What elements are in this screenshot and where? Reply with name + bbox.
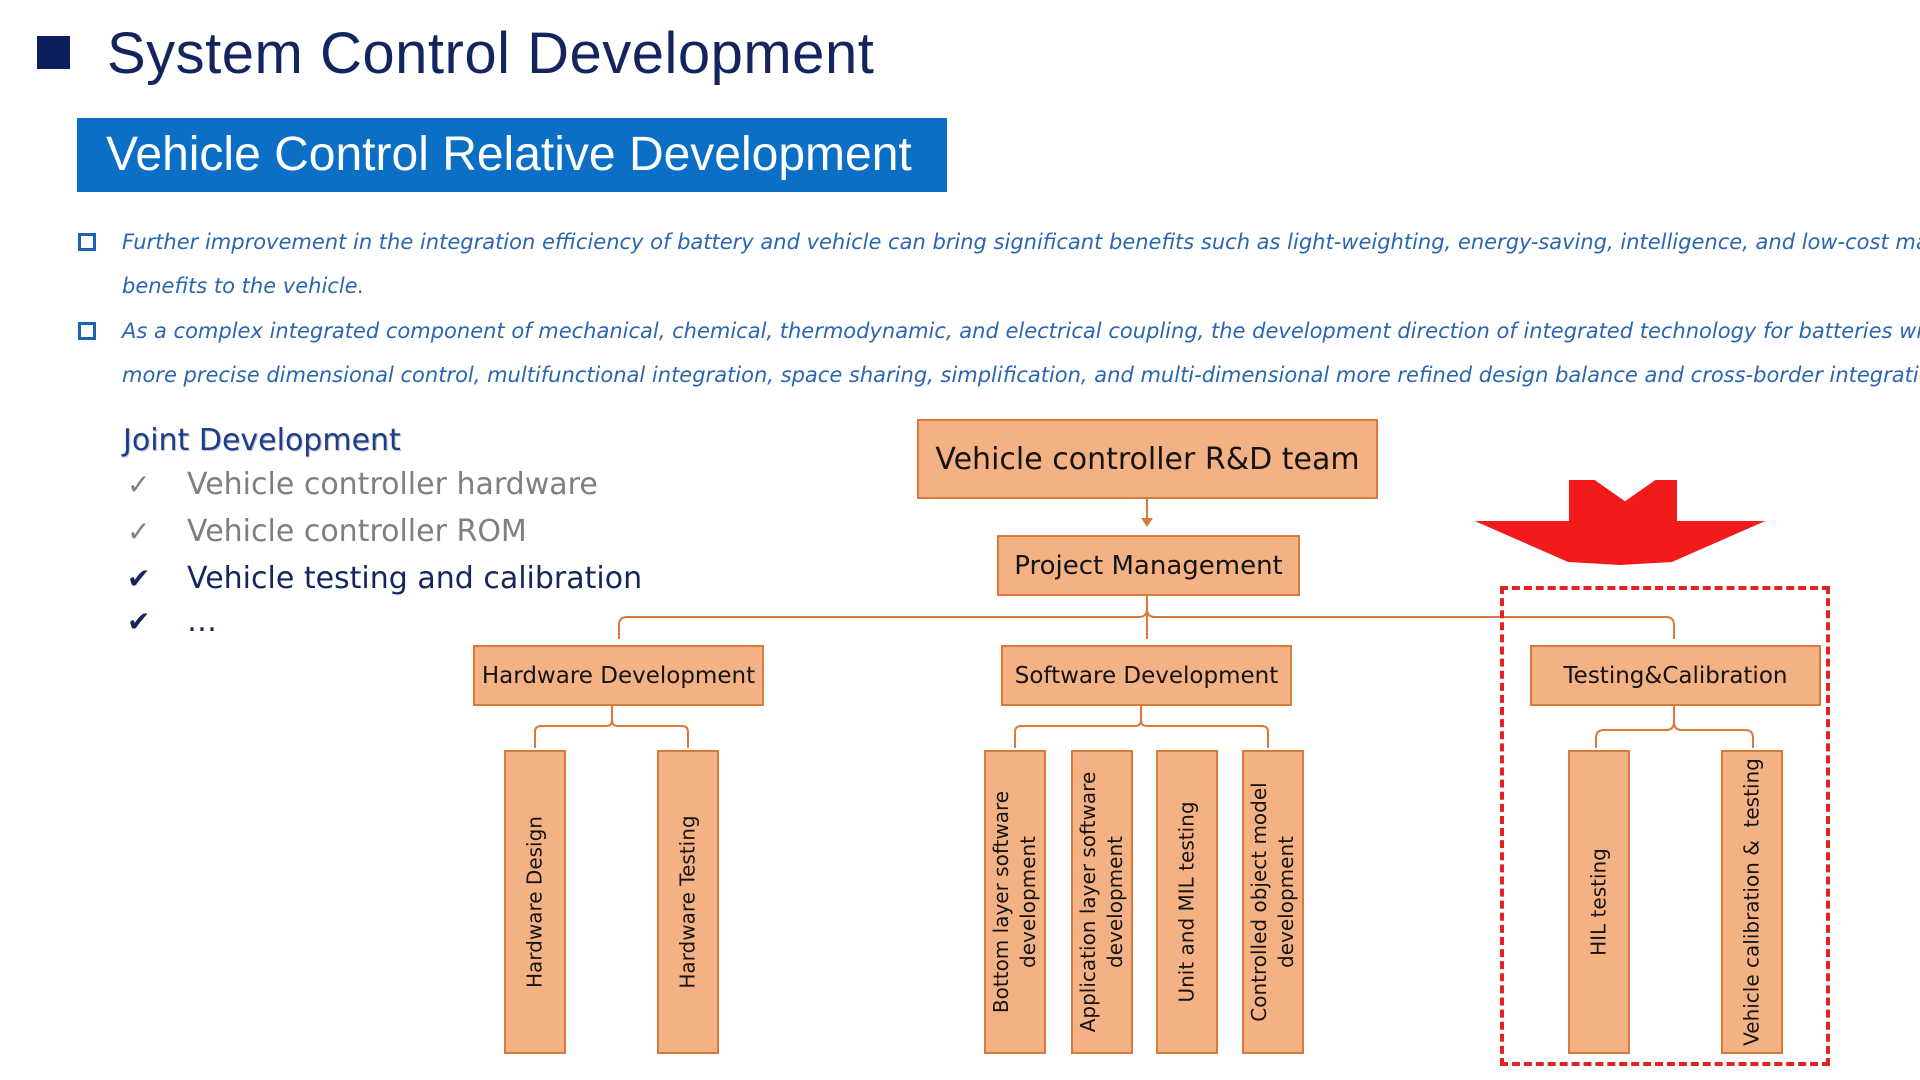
joint-item-label: … — [187, 604, 217, 639]
bullet-1-line-1: Further improvement in the integration e… — [122, 230, 1920, 254]
joint-item: ✔… — [127, 604, 217, 639]
org-leaf-hil-testing: HIL testing — [1568, 750, 1630, 1054]
org-leaf-bottom-layer: Bottom layer software development — [984, 750, 1046, 1054]
connector-line — [1014, 706, 1142, 748]
org-leaf-hardware-design: Hardware Design — [504, 750, 566, 1054]
leaf-label: Hardware Design — [522, 816, 547, 988]
org-leaf-application-layer: Application layer software development — [1071, 750, 1133, 1054]
connector-line — [1140, 719, 1269, 748]
org-software-node: Software Development — [1001, 645, 1292, 706]
connector-line — [618, 595, 1148, 639]
leaf-label: Application layer software development — [1076, 771, 1127, 1033]
joint-item-label: Vehicle controller hardware — [187, 467, 598, 502]
page-title: System Control Development — [107, 21, 875, 86]
bullet-2-line-2: more precise dimensional control, multif… — [122, 363, 1920, 387]
connector-line — [1673, 721, 1754, 748]
leaf-label: Hardware Testing — [675, 815, 700, 989]
org-leaf-vehicle-calibration: Vehicle calibration & testing — [1721, 750, 1783, 1054]
org-testing-node: Testing&Calibration — [1530, 645, 1821, 706]
connector-line — [534, 706, 613, 748]
bullet-square-icon — [78, 322, 96, 340]
org-leaf-hardware-testing: Hardware Testing — [657, 750, 719, 1054]
testing-highlight-frame — [1500, 586, 1830, 1066]
arrowhead-icon — [1141, 518, 1153, 527]
joint-item: ✔ Vehicle testing and calibration — [127, 561, 642, 596]
section-banner: Vehicle Control Relative Development — [77, 118, 947, 192]
leaf-label: Controlled object model development — [1247, 782, 1298, 1022]
org-project-management-node: Project Management — [997, 535, 1300, 596]
joint-item-label: Vehicle controller ROM — [187, 514, 527, 549]
check-icon: ✔ — [127, 605, 151, 638]
org-leaf-unit-mil: Unit and MIL testing — [1156, 750, 1218, 1054]
title-square-icon — [37, 36, 70, 69]
leaf-label: Unit and MIL testing — [1174, 801, 1199, 1003]
org-hardware-node: Hardware Development — [473, 645, 764, 706]
check-icon: ✓ — [127, 468, 151, 501]
bullet-1-line-2: benefits to the vehicle. — [122, 274, 365, 298]
joint-item: ✓ Vehicle controller ROM — [127, 514, 527, 549]
connector-line — [611, 719, 689, 748]
joint-item: ✓ Vehicle controller hardware — [127, 467, 598, 502]
joint-item-label: Vehicle testing and calibration — [187, 561, 643, 596]
bullet-2-line-1: As a complex integrated component of mec… — [122, 319, 1920, 343]
connector-line — [1146, 608, 1675, 639]
joint-development-title: Joint Development — [123, 423, 401, 458]
red-down-arrow-icon — [1469, 478, 1771, 568]
org-root-node: Vehicle controller R&D team — [917, 419, 1378, 499]
bullet-square-icon — [78, 233, 96, 251]
leaf-label: Bottom layer software development — [989, 790, 1040, 1014]
org-leaf-controlled-object: Controlled object model development — [1242, 750, 1304, 1054]
check-icon: ✔ — [127, 562, 151, 595]
check-icon: ✓ — [127, 515, 151, 548]
